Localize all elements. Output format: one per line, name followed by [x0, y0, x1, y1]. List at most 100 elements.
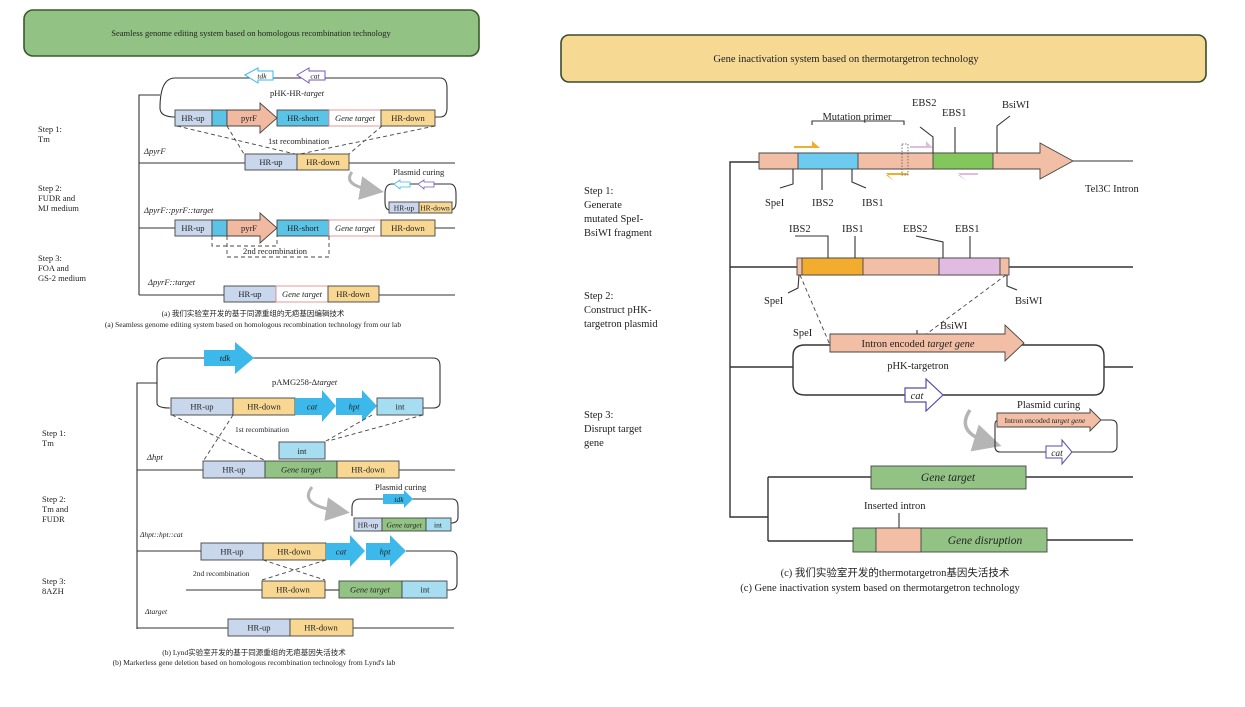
curing-arrow-icon [963, 409, 1002, 452]
step-label: Step 2: [38, 183, 62, 193]
inserted-intron-label: Inserted intron [864, 501, 926, 512]
cat-marker-icon: cat [296, 67, 326, 84]
panel-b: Step 1: Tm Step 2: Tm and FUDR Step 3: 8… [42, 342, 459, 667]
panel-b-step-2: Step 2: Tm and FUDR [42, 494, 69, 524]
step-detail: MJ medium [38, 203, 79, 213]
panel-c-step-2: Step 2: Construct pHK- targetron plasmid [584, 291, 658, 330]
bsiwi-site-label: BsiWI [1002, 100, 1030, 111]
panel-b-caption-cn: (b) Lynd实验室开发的基于同源重组的无疤基因失活技术 [162, 647, 346, 657]
svg-text:HR-up: HR-up [190, 402, 213, 412]
panel-c: Gene inactivation system based on thermo… [560, 34, 1207, 594]
svg-text:cat: cat [336, 547, 347, 557]
svg-text:pyrF: pyrF [241, 223, 257, 233]
panel-b-recombination-1: 1st recombination [235, 425, 289, 434]
svg-text:hpt: hpt [349, 402, 361, 412]
step-label: Step 1: [584, 186, 614, 197]
svg-text:HR-down: HR-down [420, 204, 450, 213]
cat-marker-small-icon [417, 179, 435, 190]
svg-text:Gene target: Gene target [281, 465, 322, 475]
bsiwi-site-label: BsiWI [940, 321, 968, 332]
svg-text:HR-down: HR-down [247, 402, 281, 412]
svg-text:HR-up: HR-up [358, 521, 379, 530]
panel-a: Seamless genome editing system based on … [23, 9, 480, 329]
forward-primer-orange-icon [794, 141, 820, 148]
svg-text:cat: cat [310, 72, 320, 81]
pyrF-arrow-icon [226, 102, 278, 134]
intron-encoded-small-label: Intron encoded target gene [1005, 416, 1086, 425]
step-detail: Construct pHK- [584, 305, 652, 316]
bsiwi-site-label: BsiWI [1015, 296, 1043, 307]
strain-label: Δhpt::hpt::cat [139, 530, 184, 539]
svg-text:HR-up: HR-up [247, 623, 270, 633]
inserted-intron-segment [875, 527, 922, 553]
svg-text:HR-up: HR-up [222, 465, 245, 475]
step-label: Step 3: [584, 410, 614, 421]
panel-a-step-2: Step 2: FUDR and MJ medium [38, 183, 79, 213]
svg-text:Gene target: Gene target [335, 223, 376, 233]
panel-b-caption-en: (b) Markerless gene deletion based on ho… [113, 658, 396, 667]
spei-site-label: SpeI [764, 296, 784, 307]
svg-text:tdk: tdk [220, 353, 231, 363]
step-label: Step 2: [42, 494, 66, 504]
step-detail: Generate [584, 200, 622, 211]
step-detail: Tm [38, 134, 50, 144]
step-label: Step 3: [38, 253, 62, 263]
ibs2-site-label: IBS2 [812, 198, 834, 209]
svg-text:HR-down: HR-down [391, 113, 425, 123]
ebs2-site-label: EBS2 [903, 224, 928, 235]
panel-b-plasmid-name: pAMG258-Δtarget [272, 377, 338, 387]
panel-c-step-3: Step 3: Disrupt target gene [584, 410, 642, 449]
strain-label: Δtarget [144, 607, 168, 616]
panel-a-caption-cn: (a) 我们实验室开发的基于同源重组的无疤基因编辑技术 [162, 308, 345, 318]
panel-c-backbone [729, 161, 775, 518]
svg-text:Gene target: Gene target [350, 585, 391, 595]
step-detail: gene [584, 438, 604, 449]
forward-primer-pink-icon [910, 141, 933, 148]
panel-a-recombination-2: 2nd recombination [243, 246, 308, 256]
svg-text:HR-up: HR-up [238, 289, 261, 299]
panel-c-step-1: Step 1: Generate mutated SpeI- BsiWI fra… [584, 186, 652, 239]
strain-label: ΔpyrF::pyrF::target [143, 205, 214, 215]
ebs-region [932, 152, 994, 170]
ibs1-site-label: IBS1 [862, 198, 884, 209]
spei-site-label: SpeI [793, 328, 813, 339]
panel-a-plasmid-construct: HR-up pyrF HR-short Gene target HR-down [174, 102, 436, 134]
step-label: Step 3: [42, 576, 66, 586]
curing-arrow-icon [306, 486, 350, 522]
phk-targetron-plasmid [792, 344, 1105, 396]
intron-encoded-label: Intron encoded target gene [861, 339, 974, 350]
svg-text:HR-down: HR-down [276, 585, 310, 595]
panel-a-step-1: Step 1: Tm [38, 124, 62, 144]
step-detail: mutated SpeI- [584, 214, 644, 225]
svg-text:HR-down: HR-down [391, 223, 425, 233]
pyrF-arrow-icon [226, 212, 278, 244]
cat-small-arrow-icon [1045, 438, 1073, 466]
panel-c-header: Gene inactivation system based on thermo… [713, 54, 979, 65]
reverse-primer-orange-icon [886, 173, 908, 181]
mutation-primer-label: Mutation primer [822, 112, 892, 123]
svg-text:tdk: tdk [394, 495, 404, 504]
svg-text:cat: cat [1051, 449, 1063, 459]
panel-c-caption-cn: (c) 我们实验室开发的thermotargetron基因失活技术 [781, 566, 1010, 579]
tdk-marker-icon: tdk [243, 67, 274, 84]
gene-target-box [870, 465, 1027, 490]
panel-a-header-box [23, 9, 480, 57]
phk-targetron-label: pHK-targetron [887, 361, 949, 372]
panel-c-header-box [560, 34, 1207, 83]
hpt-arrow-icon [336, 390, 377, 422]
svg-text:Gene target: Gene target [921, 472, 976, 484]
step-detail: FOA and [38, 263, 70, 273]
svg-text:HR-down: HR-down [351, 465, 385, 475]
svg-text:HR-up: HR-up [181, 223, 204, 233]
intron-encoded-small-arrow [996, 407, 1102, 433]
svg-text:int: int [421, 585, 431, 595]
ibs-region [797, 152, 859, 170]
step-detail: BsiWI fragment [584, 228, 652, 239]
step-detail: Disrupt target [584, 424, 642, 435]
panel-c-plasmid-curing: Plasmid curing [1017, 400, 1081, 411]
svg-text:Gene disruption: Gene disruption [948, 535, 1023, 547]
ibs1-site-label: IBS1 [842, 224, 864, 235]
ibs2-site-label: IBS2 [789, 224, 811, 235]
svg-text:HR-down: HR-down [336, 289, 370, 299]
svg-text:int: int [298, 446, 308, 456]
